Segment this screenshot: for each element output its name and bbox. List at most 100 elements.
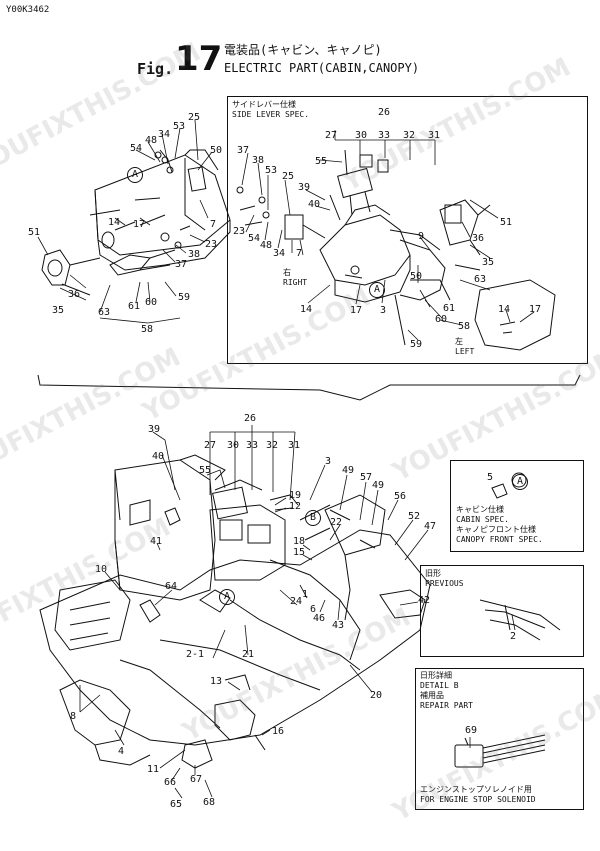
part-label: 46 [313,613,326,624]
part-label: 23 [233,226,246,237]
previous-title-ja: 旧形 [425,569,441,578]
main-machine-body [39,454,431,769]
part-label: 58 [141,324,154,335]
part-label: 49 [372,480,385,491]
title-english: ELECTRIC PART(CABIN,CANOPY) [224,61,420,75]
part-label: 40 [308,199,321,210]
part-label: 11 [147,764,160,775]
part-label: 49 [342,465,355,476]
part-label: 17 [529,304,542,315]
part-label: 51 [500,217,513,228]
part-label: 7 [210,219,217,230]
part-label: 26 [244,413,257,424]
part-label: 64 [165,581,178,592]
callout-a-left: A [127,167,143,183]
part-label: 61 [443,303,456,314]
detail-b-line3: 補用品 [420,691,444,700]
part-label: 8 [70,711,77,722]
part-label: 53 [173,121,186,132]
part-label: 57 [360,472,373,483]
part-label: 22 [330,517,343,528]
figure-number: 17 [175,39,223,79]
part-label: 31 [288,440,301,451]
part-label: 5 [487,472,494,483]
part-label: 24 [290,596,303,607]
part-label: 53 [265,165,278,176]
previous-box [420,565,584,657]
side-lever-title-en: SIDE LEVER SPEC. [232,110,310,119]
previous-harness-art [479,599,561,641]
left-console-assembly [41,149,231,296]
part-label: 69 [465,725,478,736]
part-label: 30 [355,130,368,141]
callout-b-main: B [305,510,321,526]
cabin-spec-line4: CANOPY FRONT SPEC. [456,535,543,544]
detail-b-footer-en: FOR ENGINE STOP SOLENOID [420,795,536,804]
part-label: 17 [133,219,146,230]
cabin-spec-line2: CABIN SPEC. [456,515,509,524]
part-label: 42 [418,595,431,606]
part-label: 66 [164,777,177,788]
part-label: 63 [98,307,111,318]
part-label: 37 [237,145,250,156]
part-label: 60 [435,314,448,325]
part-label: 47 [424,521,437,532]
part-label: 58 [458,321,471,332]
part-label: 52 [408,511,421,522]
part-label: 23 [205,239,218,250]
part-label: 6 [310,604,317,615]
side-lever-spec-box [227,96,588,364]
part-label: 31 [428,130,441,141]
part-label: 59 [410,339,423,350]
part-label: 43 [332,620,345,631]
part-label: 55 [199,465,212,476]
part-label: 14 [108,217,121,228]
solenoid-harness-art [454,734,546,768]
part-label: 60 [145,297,158,308]
part-label: 3 [380,305,387,316]
detail-b-box [415,668,584,810]
part-label: 30 [227,440,240,451]
part-label: 19 [289,490,302,501]
left-label-en: LEFT [455,347,475,356]
callout-a-side-lever: A [369,282,385,298]
detail-b-line1: 日形詳細 [420,671,452,680]
callout-a-main: A [219,589,235,605]
part-label: 16 [272,726,285,737]
part-label: 61 [128,301,141,312]
part-label: 38 [188,249,201,260]
part-label: 7 [296,248,303,259]
part-label: 59 [178,292,191,303]
part-label: 14 [498,304,511,315]
part-label: 1 [302,589,309,600]
part-label: 32 [403,130,416,141]
part-label: 68 [203,797,216,808]
part-label: 17 [350,305,363,316]
part-label: 14 [300,304,313,315]
callout-a-cabin: A [512,474,528,490]
leader-lines [37,119,535,799]
right-label-en: RIGHT [283,278,308,287]
part-label: 67 [190,774,203,785]
part-label: 39 [148,424,161,435]
part-label: 34 [158,129,171,140]
part-label: 25 [188,112,201,123]
part-label: 35 [482,257,495,268]
part-label: 48 [145,135,158,146]
previous-title-en: PREVIOUS [425,579,464,588]
cabin-spec-line1: キャビン仕様 [456,505,504,514]
part-label: 34 [273,248,286,259]
part-label: 54 [130,143,143,154]
part-label: 18 [293,536,306,547]
part-label: 36 [68,289,81,300]
part-label: 33 [246,440,259,451]
side-lever-right-console [236,149,556,351]
part-label: 54 [248,233,261,244]
part-label: 51 [28,227,41,238]
part-label: 10 [95,564,108,575]
part-label: 13 [210,676,223,687]
part-label: 37 [175,259,188,270]
callout-brace [37,374,581,401]
part-label: 56 [394,491,407,502]
